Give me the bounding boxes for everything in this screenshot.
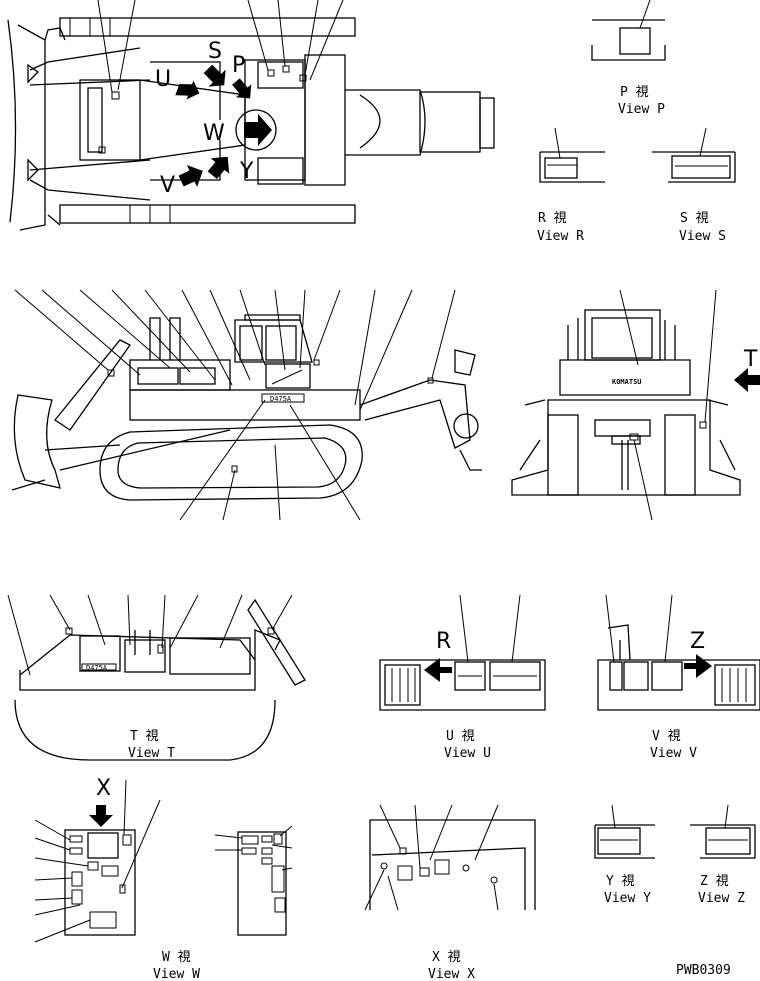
view-s: S 視 View S: [652, 127, 736, 244]
view-marker-x: X: [96, 776, 111, 801]
side-view: D475A: [11, 289, 482, 521]
view-t-model-decal: D475A: [86, 664, 108, 672]
view-r: R 視 View R: [537, 127, 605, 244]
view-u-caption-jp: U 視: [446, 729, 475, 744]
view-y: Y 視 View Y: [594, 804, 655, 906]
view-s-caption-jp: S 視: [680, 211, 709, 226]
view-v: Z V 視 View V: [597, 594, 760, 761]
view-marker-r: R: [436, 629, 451, 654]
view-w-caption-en: View W: [153, 967, 200, 981]
view-y-caption-en: View Y: [604, 891, 651, 906]
drawing-number: PWB0309: [676, 963, 731, 978]
view-x: X 視 View X: [364, 804, 536, 981]
view-z-caption-en: View Z: [698, 891, 745, 906]
top-view: S P U W V Y: [7, 0, 495, 231]
view-r-caption-en: View R: [537, 229, 584, 244]
view-u-caption-en: View U: [444, 746, 491, 761]
view-w-caption-jp: W 視: [162, 950, 191, 965]
view-y-caption-jp: Y 視: [606, 874, 635, 889]
view-marker-w: W: [203, 121, 225, 146]
view-z: Z 視 View Z: [690, 804, 756, 906]
view-p-caption-jp: P 視: [620, 85, 649, 100]
view-t-caption-jp: T 視: [130, 729, 159, 744]
rear-view: KOMATSU T: [511, 289, 760, 521]
view-v-caption-en: View V: [650, 746, 697, 761]
view-x-caption-en: View X: [428, 967, 475, 981]
side-model-decal: D475A: [270, 395, 292, 403]
view-marker-v: V: [160, 173, 175, 198]
view-v-caption-jp: V 視: [652, 729, 681, 744]
view-marker-t: T: [743, 347, 758, 372]
view-w: X W 視 View W: [34, 776, 293, 981]
view-s-caption-en: View S: [679, 229, 726, 244]
view-p: P 視 View P: [591, 0, 666, 117]
view-marker-u: U: [155, 67, 171, 92]
view-u: R U 視 View U: [379, 594, 546, 761]
view-marker-y: Y: [239, 159, 254, 184]
view-marker-s: S: [208, 39, 222, 64]
view-x-caption-jp: X 視: [432, 950, 461, 965]
view-marker-p: P: [232, 53, 245, 78]
view-p-caption-en: View P: [618, 102, 665, 117]
view-marker-z: Z: [690, 629, 705, 654]
brand-decal: KOMATSU: [612, 378, 642, 386]
view-z-caption-jp: Z 視: [700, 874, 729, 889]
view-t: D475A T 視 View T: [7, 594, 306, 761]
view-t-caption-en: View T: [128, 746, 175, 761]
view-r-caption-jp: R 視: [538, 211, 567, 226]
